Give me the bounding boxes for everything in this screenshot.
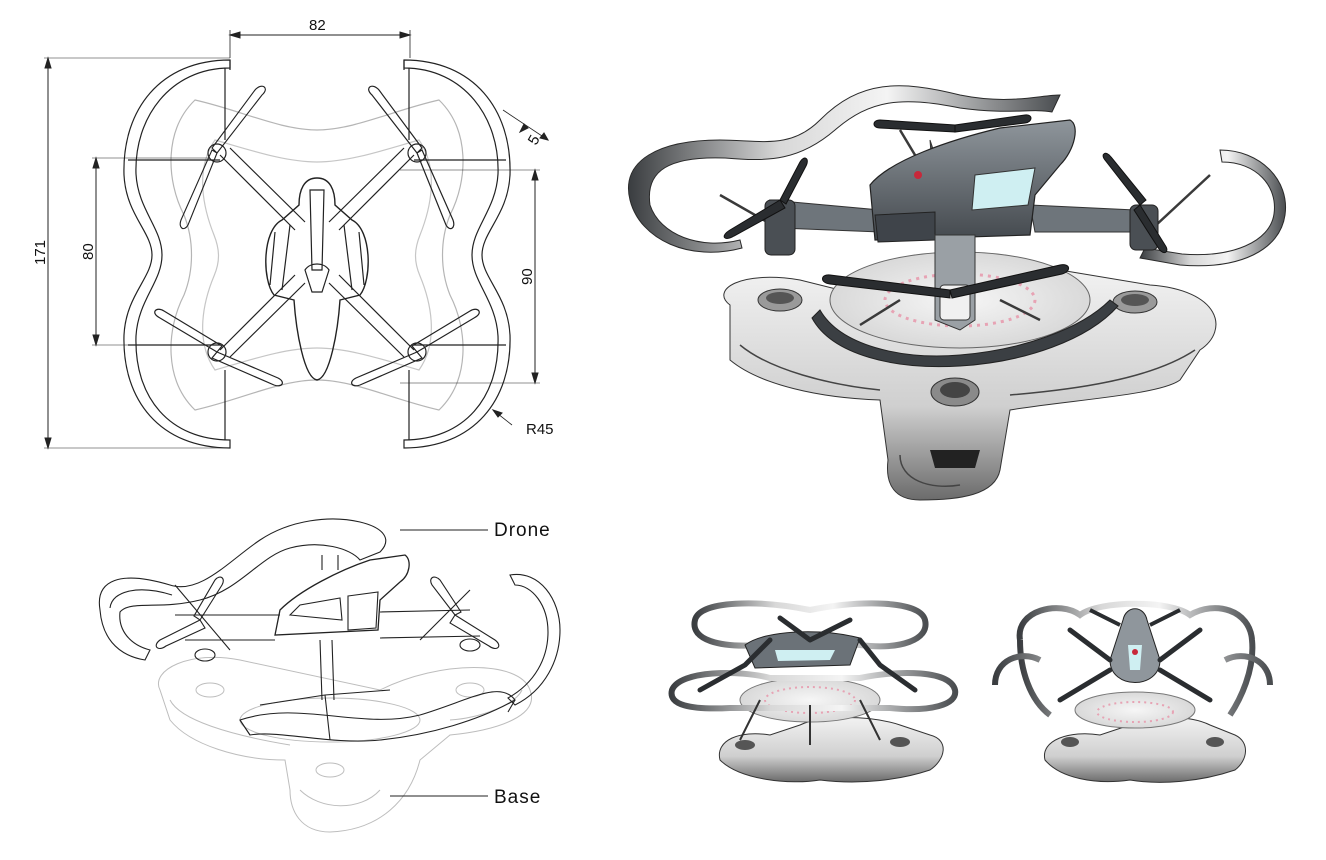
guard-outline bbox=[123, 59, 231, 449]
dim-radius: R45 bbox=[526, 421, 554, 438]
dimension-lines bbox=[44, 30, 550, 450]
render-drone-body bbox=[764, 119, 1159, 331]
render-propellers bbox=[723, 114, 1168, 299]
fuselage-top bbox=[265, 177, 369, 381]
callout-drone: Drone bbox=[494, 520, 551, 541]
callout-base: Base bbox=[494, 787, 541, 808]
base-outline bbox=[157, 656, 533, 833]
dim-overall-height: 171 bbox=[32, 240, 49, 265]
render-small-right bbox=[992, 600, 1273, 783]
render-small-left bbox=[668, 600, 959, 783]
dim-wall: 5 bbox=[525, 132, 544, 148]
dim-inner-left: 80 bbox=[80, 243, 97, 260]
exploded-line-drawing bbox=[98, 518, 561, 833]
main-render bbox=[628, 85, 1287, 501]
dim-width: 82 bbox=[309, 17, 326, 34]
top-view-drawing bbox=[123, 59, 511, 449]
dim-inner-right: 90 bbox=[519, 268, 536, 285]
drone-outline bbox=[98, 518, 561, 742]
